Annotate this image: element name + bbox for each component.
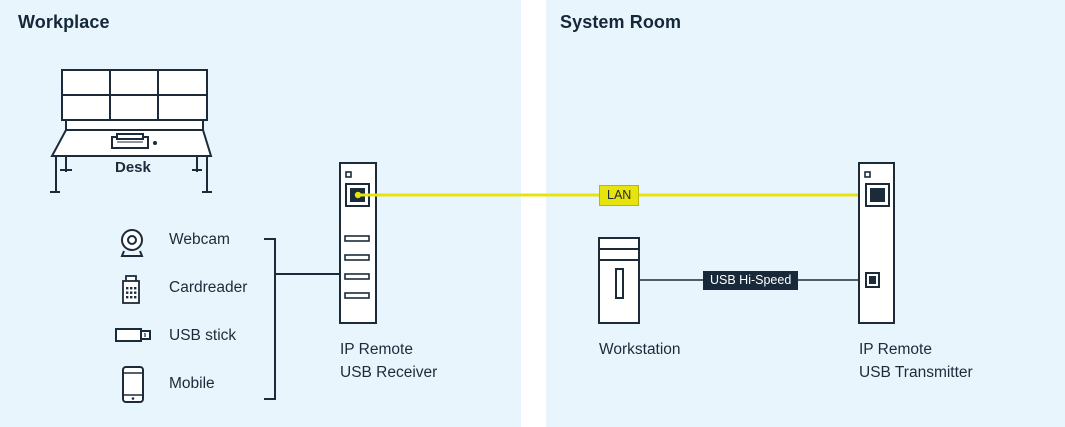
receiver-label-line2: USB Receiver <box>340 364 438 381</box>
usb-hi-speed-tag: USB Hi-Speed <box>703 271 799 290</box>
lan-tag: LAN <box>599 185 640 206</box>
mobile-label: Mobile <box>169 375 215 392</box>
transmitter-label-line2: USB Transmitter <box>859 364 973 381</box>
webcam-icon <box>120 229 144 257</box>
workplace-title: Workplace <box>18 12 110 32</box>
cardreader-icon <box>122 275 140 304</box>
system-room-title: System Room <box>560 12 682 32</box>
workstation-icon <box>598 237 640 324</box>
lan-port-receiver <box>354 191 362 199</box>
webcam-label: Webcam <box>169 231 230 248</box>
cardreader-label: Cardreader <box>169 279 248 296</box>
receiver-device <box>339 162 377 324</box>
system-room-zone <box>546 0 1065 427</box>
desk-icon <box>50 69 213 193</box>
mobile-icon <box>122 366 144 403</box>
transmitter-label-line1: IP Remote <box>859 341 932 358</box>
receiver-label-line1: IP Remote <box>340 341 413 358</box>
workstation-label: Workstation <box>599 341 681 358</box>
peripheral-bracket <box>264 238 340 400</box>
usb-stick-icon <box>115 328 151 342</box>
transmitter-device <box>858 162 895 324</box>
usb-stick-label: USB stick <box>169 327 237 344</box>
desk-label: Desk <box>115 159 151 176</box>
